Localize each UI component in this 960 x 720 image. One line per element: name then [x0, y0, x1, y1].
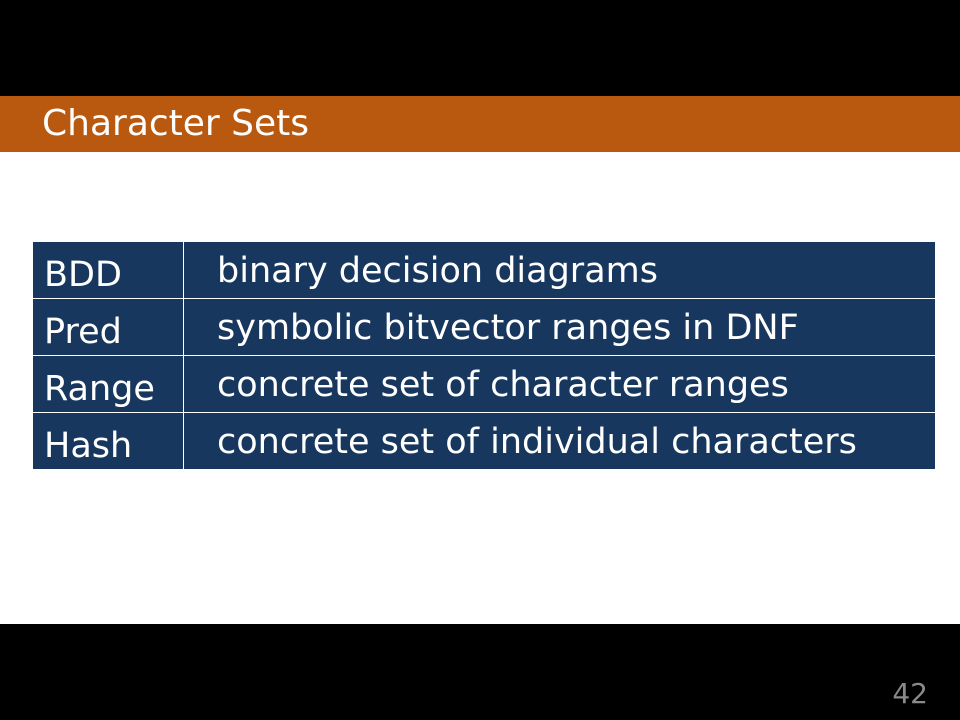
description-label: binary decision diagrams	[217, 251, 658, 291]
key-cell: Hash	[33, 413, 184, 469]
character-sets-table: BDD binary decision diagrams Pred symbol…	[33, 242, 935, 469]
key-cell: Pred	[33, 299, 184, 355]
page-number: 42	[892, 677, 928, 710]
slide-title: Character Sets	[42, 103, 310, 144]
description-label: concrete set of individual characters	[217, 422, 857, 462]
top-band	[0, 0, 960, 96]
key-cell: BDD	[33, 242, 184, 298]
key-label: Range	[44, 369, 155, 409]
title-bar	[0, 96, 960, 152]
table-row: Pred symbolic bitvector ranges in DNF	[33, 299, 935, 356]
description-label: concrete set of character ranges	[217, 365, 789, 405]
table-row: Range concrete set of character ranges	[33, 356, 935, 413]
key-label: BDD	[44, 255, 122, 295]
table-row: Hash concrete set of individual characte…	[33, 413, 935, 469]
table-row: BDD binary decision diagrams	[33, 242, 935, 299]
description-label: symbolic bitvector ranges in DNF	[217, 308, 799, 348]
key-cell: Range	[33, 356, 184, 412]
key-label: Hash	[44, 426, 133, 466]
key-label: Pred	[44, 312, 122, 352]
bottom-band	[0, 624, 960, 720]
